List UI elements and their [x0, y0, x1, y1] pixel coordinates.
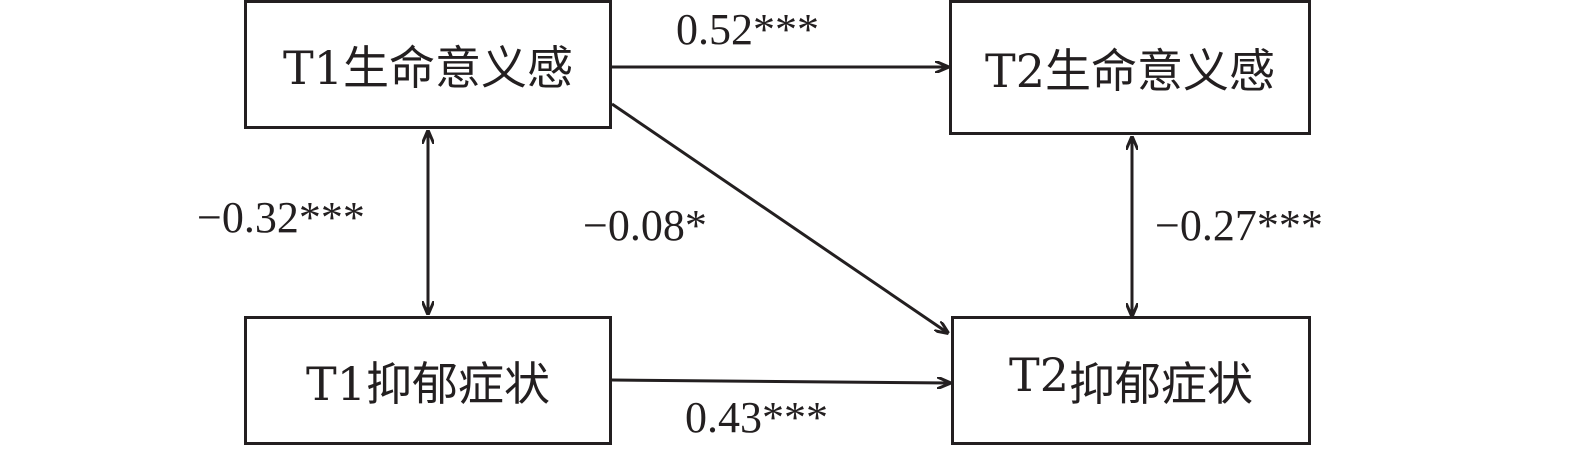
node-label-text: 抑郁症状 [1068, 356, 1253, 411]
arrow-t1d-to-t2d [611, 380, 950, 383]
coef-t1m-to-t2m: 0.52*** [676, 5, 819, 54]
node-t1-depression: T1抑郁症状 [244, 316, 612, 445]
coef-cov-t2: −0.27*** [1155, 201, 1323, 250]
node-label: T1抑郁症状 [306, 356, 550, 411]
node-t1-meaning: T1生命意义感 [244, 0, 612, 129]
node-label: T1生命意义感 [283, 40, 573, 95]
coef-t1d-to-t2d: 0.43*** [685, 393, 828, 442]
coef-cov-t1: −0.32*** [197, 193, 365, 242]
coef-t1m-to-t2d: −0.08* [583, 201, 707, 250]
node-label: T2生命意义感 [985, 43, 1275, 98]
node-label-prefix: T2 [1009, 347, 1069, 402]
arrow-t1m-to-t2d [611, 102, 948, 333]
node-t2-meaning: T2生命意义感 [949, 0, 1311, 135]
